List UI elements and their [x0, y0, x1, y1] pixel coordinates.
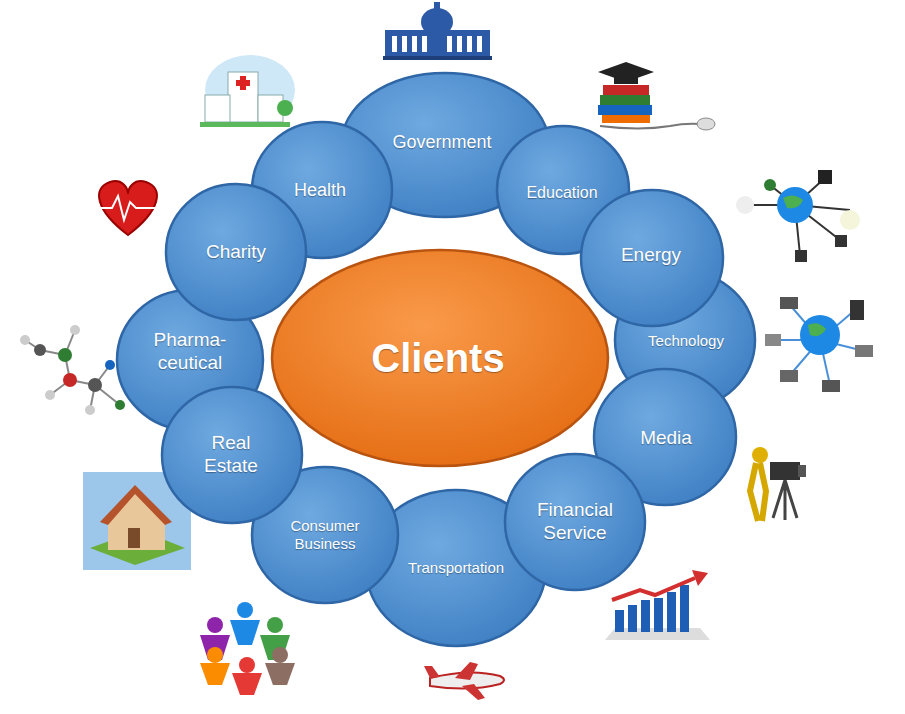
government-icon [383, 2, 492, 60]
node-label: Pharma- ceutical [148, 329, 232, 375]
molecule-icon [20, 325, 125, 415]
node-label: Financial Service [525, 499, 625, 545]
education-icon [598, 62, 715, 130]
node-label: Technology [648, 332, 724, 350]
node-label: Energy [621, 244, 681, 267]
node-label: Media [640, 427, 692, 450]
network-icon [765, 297, 873, 392]
camera-icon [750, 447, 806, 521]
people-icon [200, 602, 295, 695]
sector-circle: Charity [164, 182, 308, 322]
heart-icon [96, 181, 160, 235]
node-label: Education [526, 183, 597, 202]
energy-icon [736, 170, 860, 262]
node-label: Transportation [408, 559, 504, 577]
center-ellipse: Clients [270, 248, 610, 468]
hospital-icon [200, 55, 295, 127]
node-label: Clients [371, 334, 504, 382]
sector-circle: Energy [579, 188, 725, 328]
sector-circle: Financial Service [503, 452, 647, 592]
node-label: Charity [206, 241, 266, 264]
node-label: Health [294, 180, 346, 202]
plane-icon [424, 662, 504, 700]
sector-circle: Real Estate [160, 385, 304, 525]
node-label: Consumer Business [277, 517, 373, 553]
chart-icon [605, 570, 710, 640]
node-label: Real Estate [191, 432, 271, 478]
node-label: Government [392, 132, 491, 154]
